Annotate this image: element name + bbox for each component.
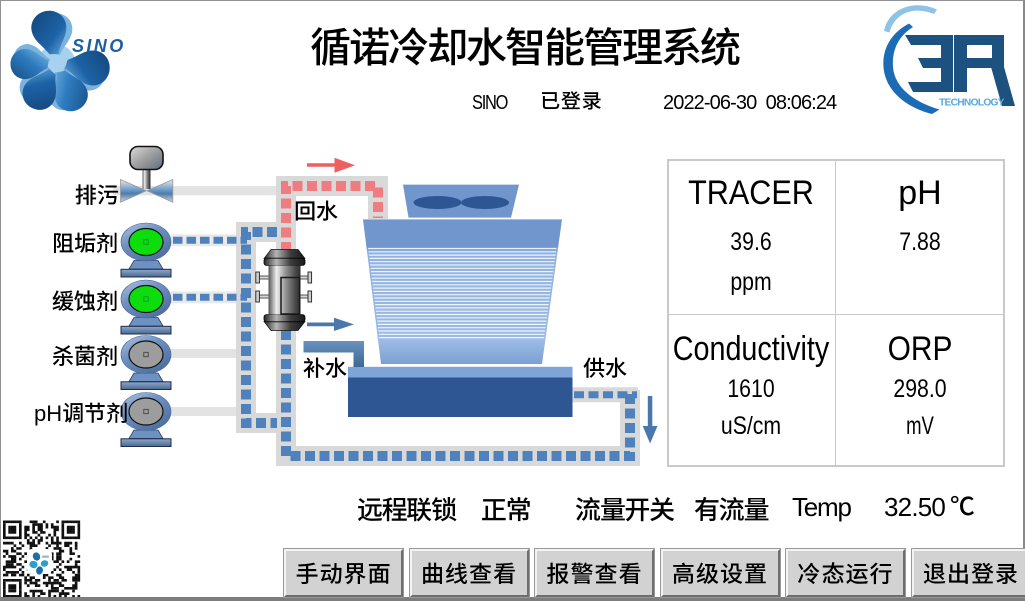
svg-text:TECHNOLOGY: TECHNOLOGY (939, 98, 1005, 109)
